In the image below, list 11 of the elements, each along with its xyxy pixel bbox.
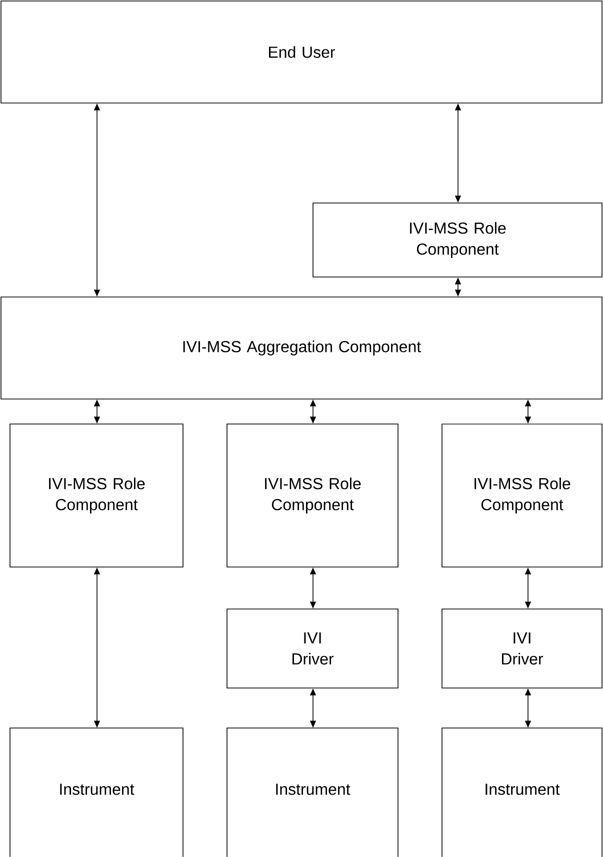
component-box: IVI Driver bbox=[442, 608, 602, 688]
component-box: IVI-MSS Role Component bbox=[312, 202, 602, 278]
component-box: IVI-MSS Role Component bbox=[226, 424, 398, 568]
instrument-box: Instrument bbox=[226, 728, 398, 857]
instrument-box: Instrument bbox=[10, 728, 184, 857]
component-box: End User bbox=[0, 0, 602, 104]
component-box: IVI-MSS Aggregation Component bbox=[0, 296, 602, 400]
component-box: IVI Driver bbox=[226, 608, 398, 688]
instrument-box: Instrument bbox=[442, 728, 602, 857]
component-box: IVI-MSS Role Component bbox=[10, 424, 184, 568]
component-box: IVI-MSS Role Component bbox=[442, 424, 602, 568]
